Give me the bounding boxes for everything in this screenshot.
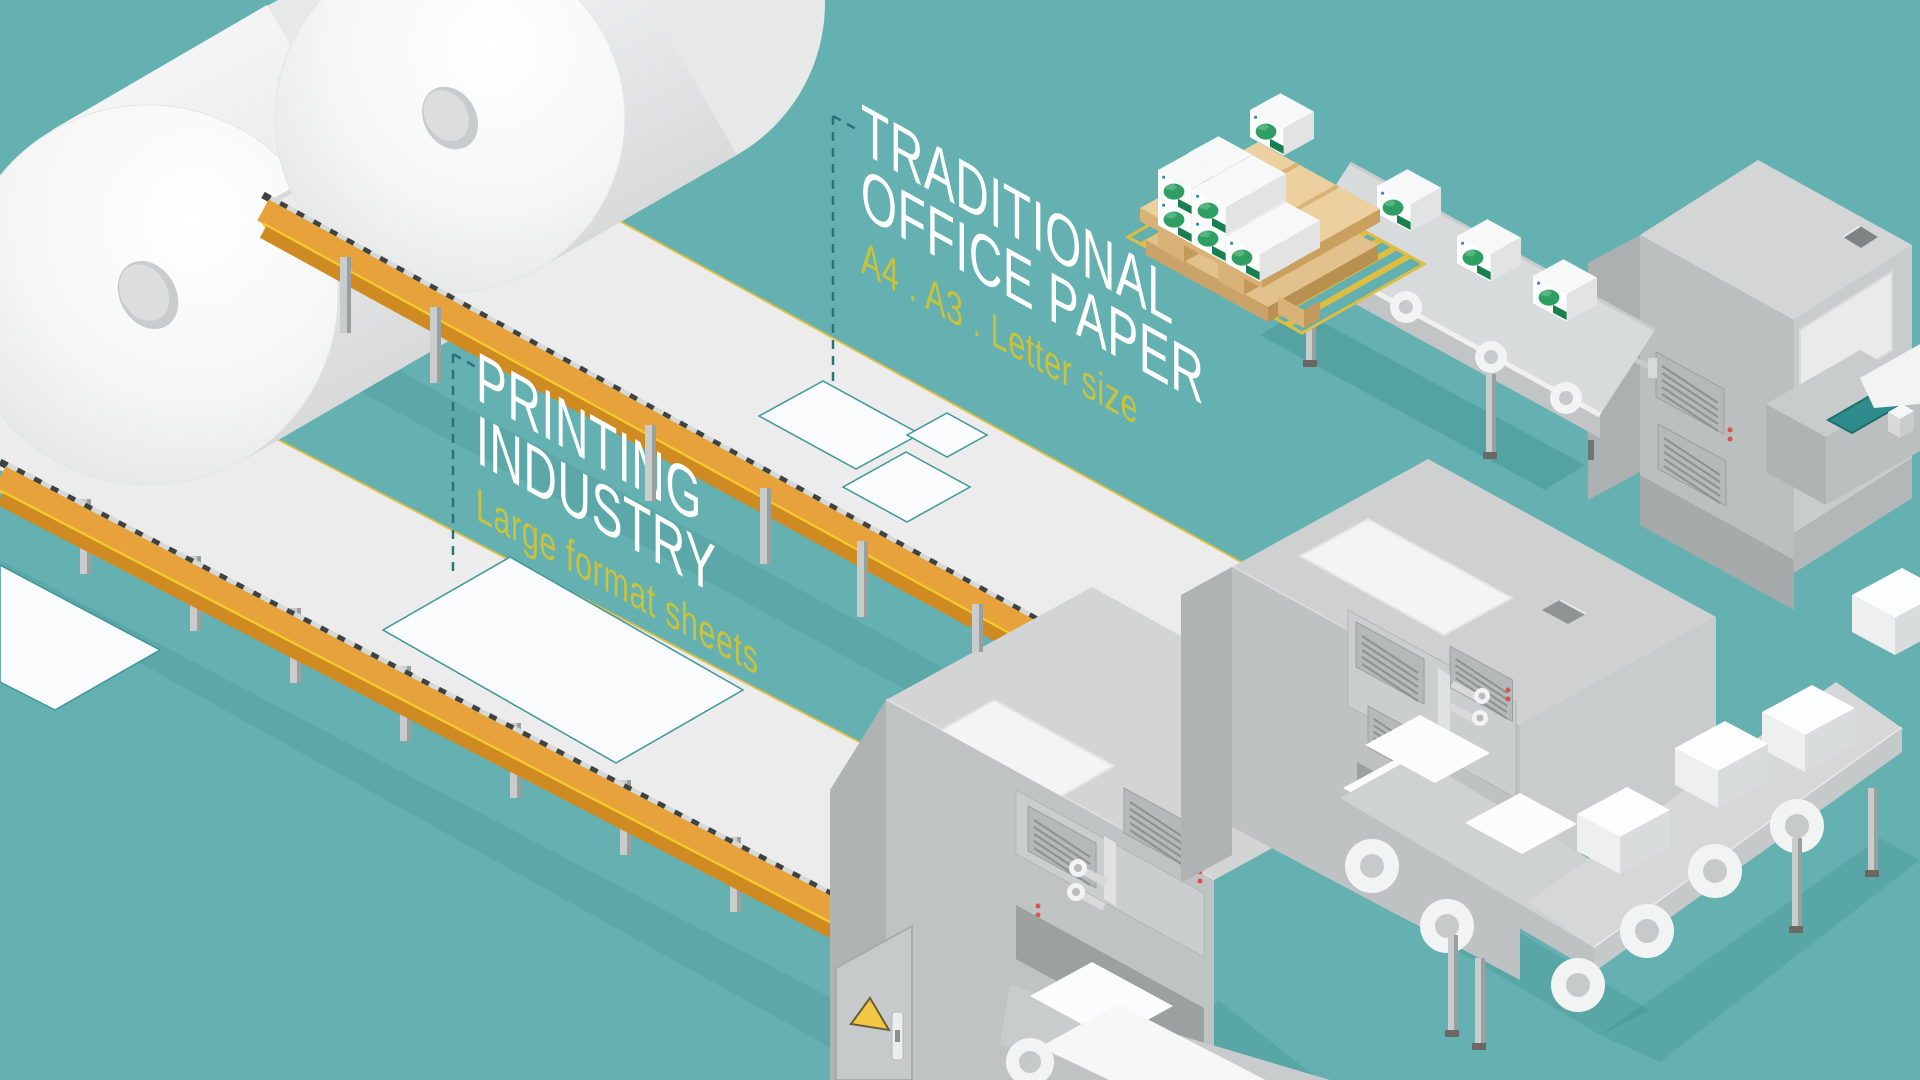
sheeting-machine: [830, 587, 1420, 1080]
machine-handle-assembly: [1067, 836, 1116, 911]
roll-core-hole: [421, 86, 479, 150]
sheet-letter-outline: [841, 451, 972, 523]
pallet-area: [1124, 93, 1428, 335]
conveyor-rail-lower: [0, 458, 946, 994]
warning-triangle-icon: [849, 996, 891, 1032]
conveyor-office-paper: [257, 0, 1379, 770]
outfeed-roller: [1006, 1038, 1054, 1080]
leader-line-printing-industry: [451, 352, 477, 578]
leader-line-office-paper: [831, 114, 857, 383]
machine-top-hatch: [1542, 600, 1586, 624]
sheet-a4-outline: [905, 412, 989, 458]
flat-sheet: [1365, 715, 1490, 783]
upper-conveyor-legs: [340, 257, 983, 652]
large-sheet-outline: [381, 556, 745, 764]
paper-roll-right: [274, 0, 825, 294]
machine-access-door: [835, 924, 913, 1080]
machine-slot-handle: [1588, 440, 1594, 460]
conveyor-legs: [1445, 788, 1879, 1050]
roll-core-hole: [117, 260, 179, 330]
machine-handle-assembly: [1438, 668, 1490, 738]
output-sheet: [1040, 1004, 1266, 1080]
stack-conveyor: [1340, 568, 1920, 1050]
cut-sheet-outlines: [757, 380, 989, 523]
flat-sheet: [1465, 793, 1577, 854]
small-block: [1888, 404, 1914, 438]
conveyor-leg: [1483, 374, 1497, 459]
sheet-a3-outline: [757, 380, 922, 470]
outfeed-table: [1860, 344, 1920, 408]
machine-top-panel: [1297, 517, 1515, 637]
output-deck: [1766, 344, 1920, 505]
large-sheet-outline-partial: [0, 564, 162, 711]
